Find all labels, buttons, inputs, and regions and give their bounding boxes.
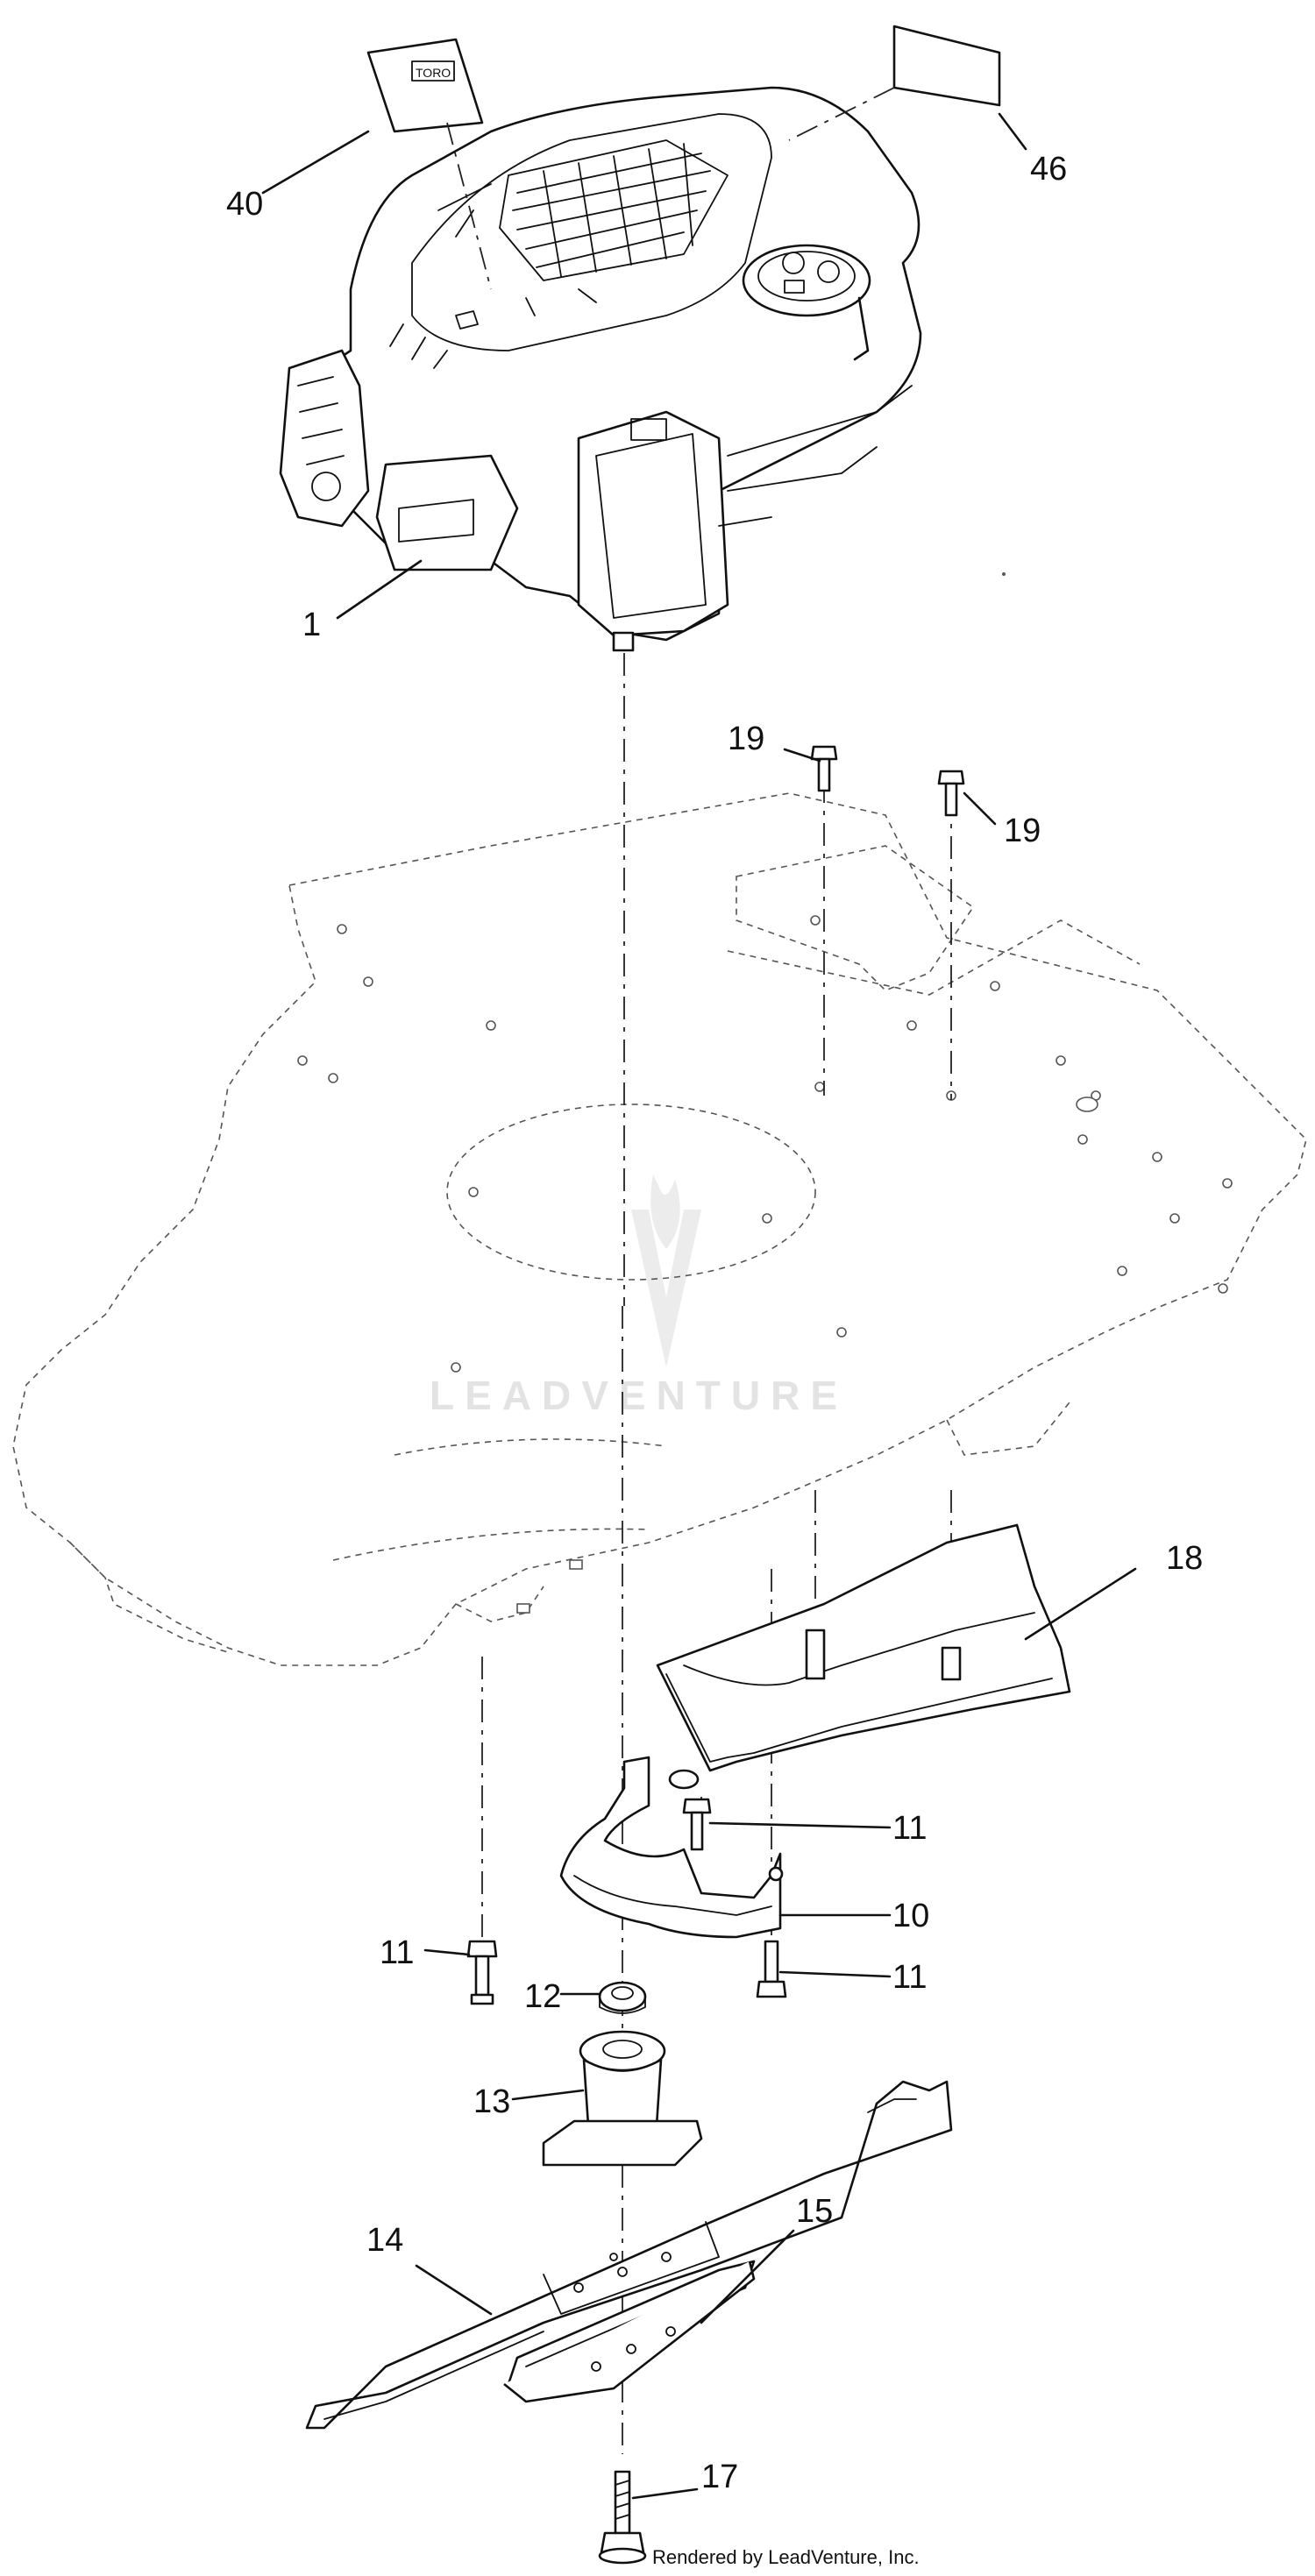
engine-grille <box>499 139 729 281</box>
stray-mark <box>1002 572 1006 576</box>
callout-11-upper: 11 <box>892 1810 927 1847</box>
svg-text:TORO: TORO <box>416 66 451 80</box>
callout-10: 10 <box>892 1898 929 1934</box>
leader-lines <box>261 112 1137 2500</box>
callout-17: 17 <box>701 2459 738 2495</box>
blade-adapter-13 <box>542 2030 703 2167</box>
callout-1: 1 <box>302 607 321 643</box>
air-filter-cover <box>577 410 729 637</box>
blade-14 <box>305 2080 953 2430</box>
mower-deck <box>12 792 1307 1666</box>
bracket-10 <box>559 1756 784 1939</box>
baffle-18 <box>656 1523 1071 1790</box>
watermark: LEADVENTURE <box>430 1174 848 1418</box>
callout-11-lower: 11 <box>892 1959 927 1996</box>
callout-12: 12 <box>524 1978 561 2015</box>
stiffener-15 <box>503 2260 756 2403</box>
fuel-cap <box>742 244 871 361</box>
washer-12 <box>598 1981 647 2014</box>
bolt-19-right <box>937 770 965 817</box>
callout-46: 46 <box>1030 151 1067 188</box>
render-credit: Rendered by LeadVenture, Inc. <box>652 2546 920 2568</box>
bolt-11-left <box>466 1940 498 2005</box>
callout-40: 40 <box>226 186 263 223</box>
callout-19-left: 19 <box>728 720 764 757</box>
callout-19-right: 19 <box>1004 813 1041 849</box>
label-46 <box>892 25 1001 107</box>
bolt-19-left <box>810 745 838 792</box>
callout-18: 18 <box>1166 1540 1203 1577</box>
callout-14: 14 <box>366 2222 403 2259</box>
callout-15: 15 <box>796 2193 833 2230</box>
decal-40: TORO <box>366 38 484 133</box>
bolt-11-upper <box>682 1798 712 1851</box>
engine-logo-plate <box>375 454 519 571</box>
watermark-logo-icon <box>631 1174 701 1367</box>
blade-bolt-17 <box>598 2470 647 2565</box>
callout-11-left: 11 <box>380 1934 414 1971</box>
callouts: 40 46 1 19 19 18 11 10 11 11 12 13 14 15… <box>226 151 1203 2495</box>
recoil-starter <box>279 349 370 528</box>
bolt-11-lower <box>756 1940 787 1998</box>
callout-13: 13 <box>473 2083 510 2120</box>
engine-assembly <box>279 86 922 652</box>
watermark-text: LEADVENTURE <box>430 1373 848 1418</box>
